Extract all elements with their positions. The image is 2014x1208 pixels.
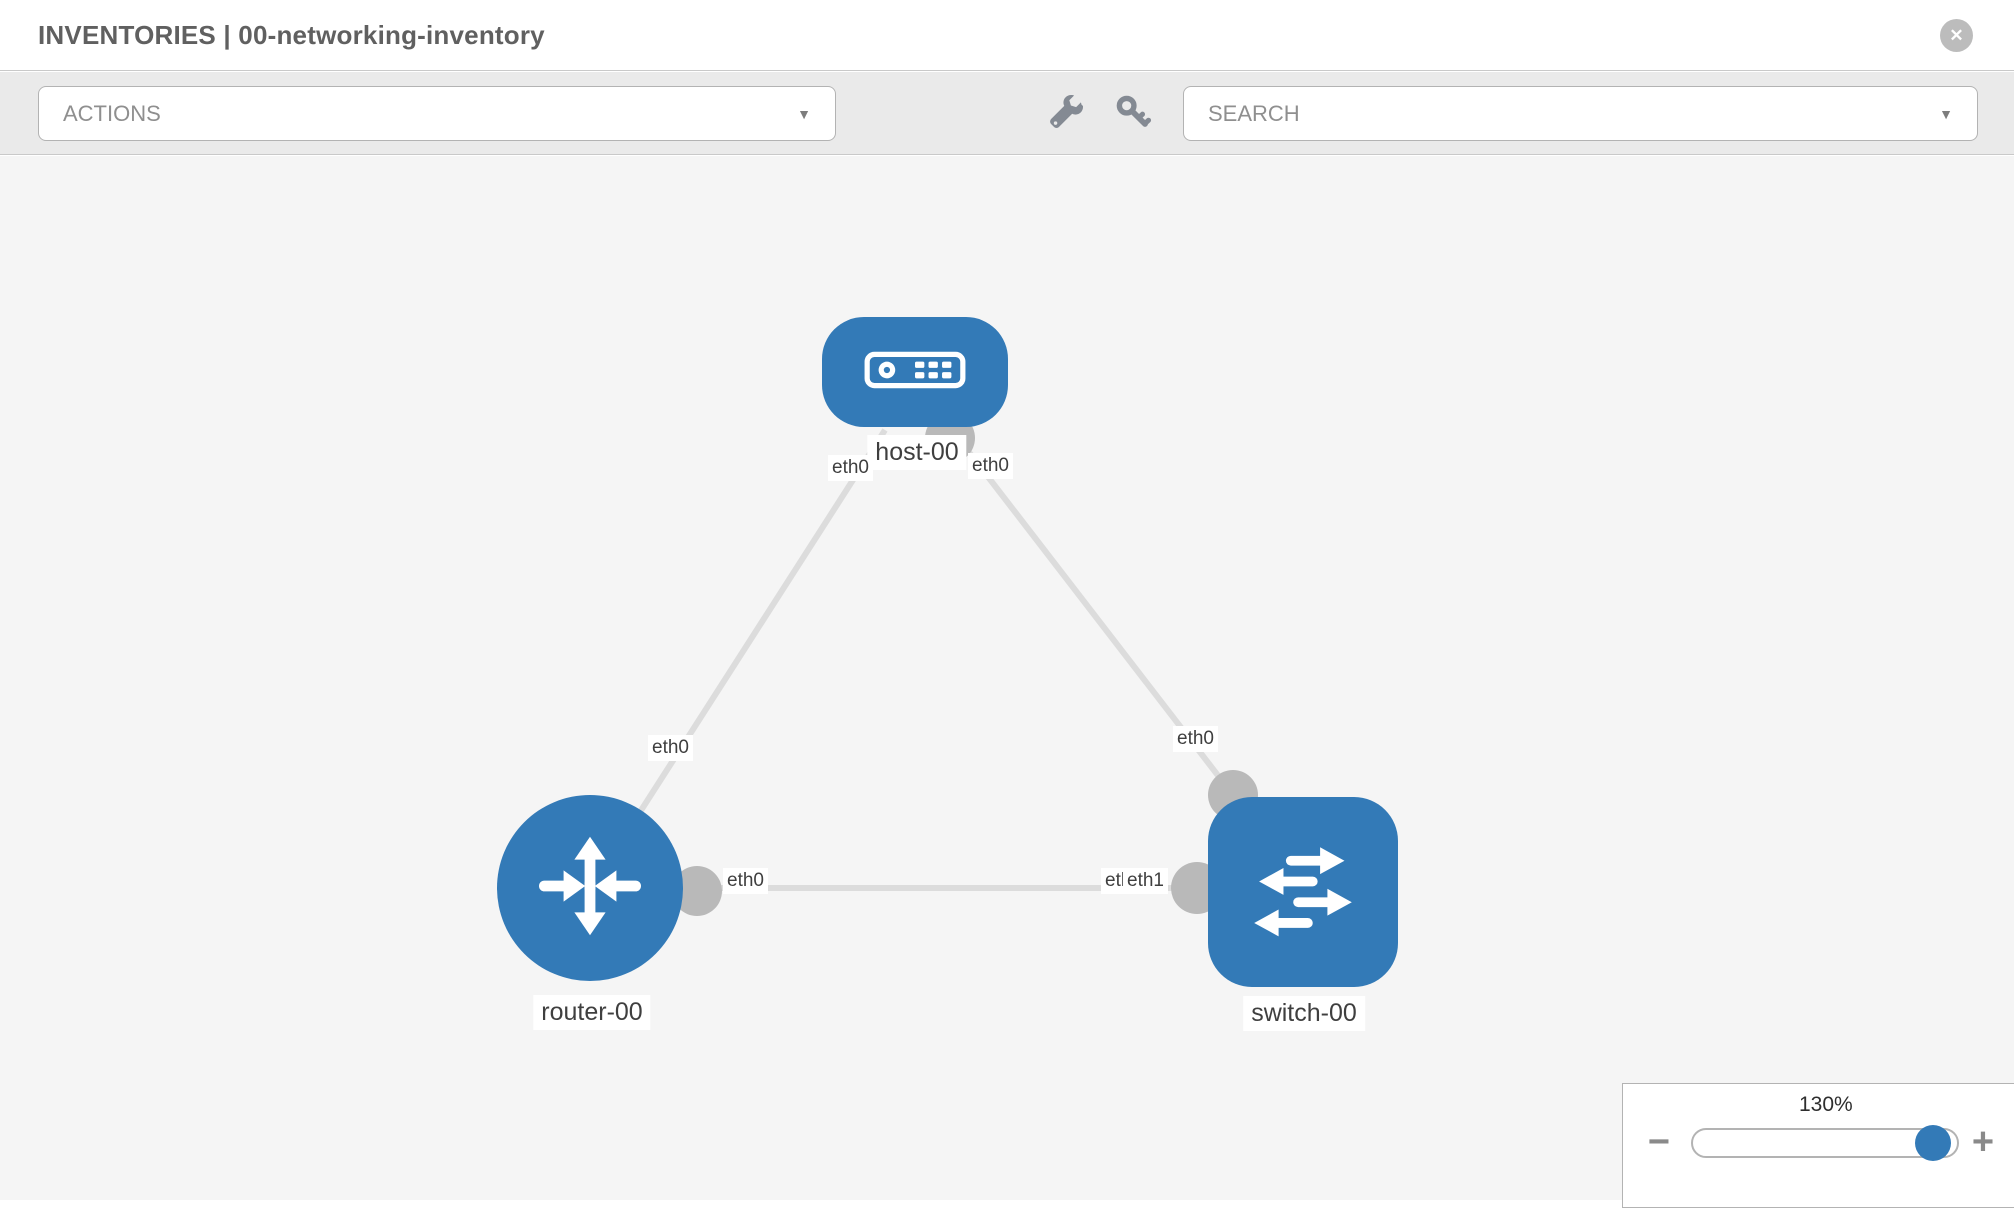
zoom-level-label: 130% [1799,1093,1853,1116]
actions-dropdown-label: ACTIONS [63,100,161,126]
node-host-00[interactable] [822,317,1008,427]
node-label-router: router-00 [533,995,651,1030]
configure-button[interactable] [1045,93,1087,135]
close-icon: ✕ [1949,25,1964,45]
credentials-button[interactable] [1112,93,1154,135]
actions-dropdown[interactable]: ACTIONS ▼ [38,86,836,141]
interface-label: eth0 [723,868,768,894]
interface-label: eth1 [1123,868,1168,894]
interface-label: eth0 [968,453,1013,479]
switch-icon [1242,829,1364,956]
page-title: INVENTORIES | 00-networking-inventory [38,20,545,50]
search-dropdown[interactable]: SEARCH ▼ [1183,86,1978,141]
interface-label: eth0 [648,735,693,761]
zoom-panel: 130% − + [1622,1083,2014,1208]
zoom-slider-thumb[interactable] [1915,1125,1951,1161]
node-switch-00[interactable] [1208,797,1398,987]
caret-down-icon: ▼ [797,105,811,122]
caret-down-icon: ▼ [1939,105,1953,122]
search-dropdown-label: SEARCH [1208,100,1300,126]
wrench-icon [1047,93,1085,136]
zoom-in-button[interactable]: + [1965,1120,2001,1164]
interface-label: eth0 [1173,726,1218,752]
host-icon [863,348,967,397]
connector-router-right [672,866,722,916]
toolbar: ACTIONS ▼ SEARCH ▼ [0,72,2014,155]
node-label-switch: switch-00 [1243,996,1365,1031]
zoom-slider[interactable] [1691,1125,1959,1161]
router-icon [530,826,650,951]
interface-label: eth0 [828,455,873,481]
edges-layer [587,413,1258,916]
plus-icon: + [1971,1120,1995,1163]
node-router-00[interactable] [497,795,683,981]
topology-canvas[interactable]: host-00 router-00 switch-00 eth0 eth0 et… [0,156,2014,1200]
zoom-out-button[interactable]: − [1641,1120,1677,1164]
page-header: INVENTORIES | 00-networking-inventory ✕ [0,0,2014,71]
close-button[interactable]: ✕ [1940,19,1973,52]
node-label-host: host-00 [867,435,967,470]
minus-icon: − [1647,1120,1671,1163]
key-icon [1114,93,1152,136]
